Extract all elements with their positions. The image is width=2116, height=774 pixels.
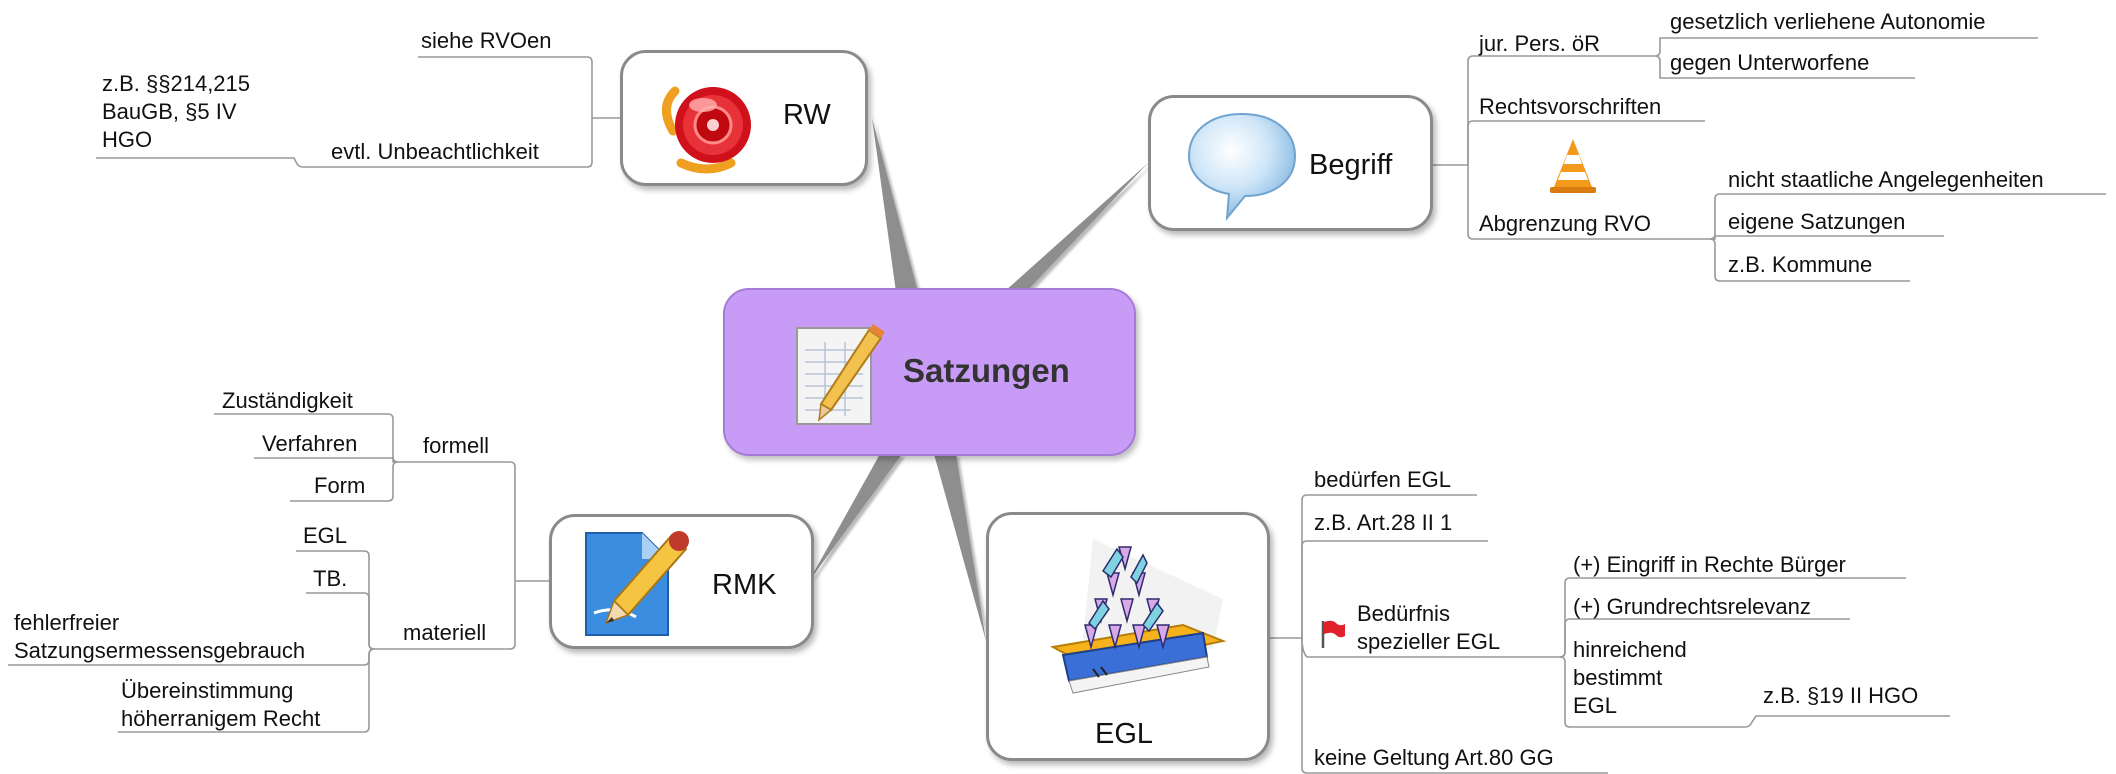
begriff-item-abgrenzung-rvo: Abgrenzung RVO: [1479, 211, 1652, 236]
egl-item-beduerfen: bedürfen EGL: [1314, 467, 1451, 492]
abgrenzung-sub-eigene-satzungen: eigene Satzungen: [1728, 209, 1906, 234]
egl-item-art28: z.B. Art.28 II 1: [1314, 510, 1453, 535]
topic-rmk[interactable]: RMK: [549, 514, 814, 649]
egl-item-beduerfnis-line-1: Bedürfnis: [1357, 601, 1450, 626]
rw-sub-line-2: BauGB, §5 IV: [102, 99, 237, 124]
branch-rw: [872, 118, 918, 292]
red-flag-icon: [1318, 619, 1346, 649]
rmk-item-materiell: materiell: [403, 620, 487, 645]
materiell-sub-egl: EGL: [303, 523, 348, 548]
topic-begriff-label: Begriff: [1309, 149, 1393, 181]
materiell-sub-tb: TB.: [313, 566, 348, 591]
root-label: Satzungen: [903, 352, 1070, 389]
materiell-sub-uebereinstimmung-line-2: höherranigem Recht: [121, 706, 321, 731]
begriff-item-rechtsvorschriften: Rechtsvorschriften: [1479, 94, 1662, 119]
branch-begriff: [1004, 163, 1148, 292]
beduerfnis-sub-hinreichend-line-2: bestimmt: [1573, 665, 1663, 690]
begriff-item-jur-pers: jur. Pers. öR: [1479, 31, 1601, 56]
traffic-cone-icon: [1548, 137, 1598, 195]
abgrenzung-sub-nicht-staatlich: nicht staatliche Angelegenheiten: [1728, 167, 2044, 192]
beduerfnis-sub-eingriff: (+) Eingriff in Rechte Bürger: [1573, 552, 1846, 577]
beduerfnis-sub-hinreichend-line-3: EGL: [1573, 693, 1618, 718]
topic-rw-label: RW: [783, 99, 831, 131]
hinreichend-sub-hgo: z.B. §19 II HGO: [1763, 683, 1919, 708]
branch-egl: [934, 454, 986, 641]
alarm-bell-icon: [651, 67, 761, 177]
document-pencil-icon: [791, 320, 891, 430]
beduerfnis-sub-hinreichend-line-1: hinreichend: [1573, 637, 1687, 662]
begriff-jur-sub-unterworfene: gegen Unterworfene: [1670, 50, 1870, 75]
egl-item-keine-geltung: keine Geltung Art.80 GG: [1314, 745, 1554, 770]
rw-item-unbeachtlichkeit: evtl. Unbeachtlichkeit: [331, 139, 539, 164]
branch-rmk: [809, 454, 902, 581]
topic-begriff[interactable]: Begriff: [1148, 95, 1433, 231]
materiell-sub-ermessen-line-1: fehlerfreier: [14, 610, 120, 635]
topic-rmk-label: RMK: [712, 569, 777, 601]
rw-sub-line-1: z.B. §§214,215: [102, 71, 251, 96]
formell-sub-form: Form: [314, 473, 366, 498]
abgrenzung-sub-kommune: z.B. Kommune: [1728, 252, 1873, 277]
materiell-sub-ermessen-line-2: Satzungsermessensgebrauch: [14, 638, 306, 663]
root-topic[interactable]: Satzungen: [723, 288, 1136, 456]
formell-sub-verfahren: Verfahren: [262, 431, 358, 456]
topic-egl[interactable]: EGL: [986, 512, 1270, 761]
beduerfnis-sub-grundrecht: (+) Grundrechtsrelevanz: [1573, 594, 1811, 619]
formell-sub-zustaendigkeit: Zuständigkeit: [222, 388, 353, 413]
begriff-jur-sub-autonomie: gesetzlich verliehene Autonomie: [1670, 9, 1986, 34]
speech-bubble-icon: [1183, 108, 1301, 224]
topic-egl-label: EGL: [1095, 718, 1154, 750]
rmk-item-formell: formell: [423, 433, 490, 458]
house-of-cards-book-icon: [1023, 529, 1241, 709]
rw-item-siehe-rvoen: siehe RVOen: [421, 28, 552, 53]
egl-item-beduerfnis-line-2: spezieller EGL: [1357, 629, 1501, 654]
topic-rw[interactable]: RW: [620, 50, 868, 186]
rw-sub-line-3: HGO: [102, 127, 153, 152]
materiell-sub-uebereinstimmung-line-1: Übereinstimmung: [121, 678, 294, 703]
pencil-document-icon: [576, 523, 696, 645]
